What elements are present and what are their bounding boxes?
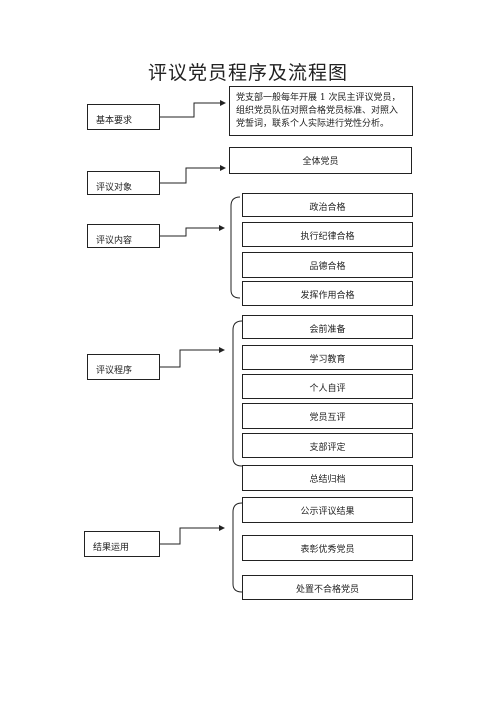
result-item: 处置不合格党员 [242, 575, 413, 600]
content-item: 政治合格 [242, 193, 413, 217]
procedure-item: 总结归档 [242, 465, 413, 491]
target-item: 全体党员 [229, 147, 412, 174]
procedure-item: 支部评定 [242, 433, 413, 458]
label-basic-requirement: 基本要求 [87, 104, 160, 130]
arrow-procedure [160, 347, 225, 368]
brace-result [232, 502, 243, 593]
basic-requirement-text: 党支部一般每年开展 1 次民主评议党员，组织党员队伍对照合格党员标准、对照入党誓… [229, 86, 413, 136]
arrow-result [160, 525, 225, 545]
page-title: 评议党员程序及流程图 [147, 62, 348, 84]
arrow-target [160, 165, 226, 184]
procedure-item: 学习教育 [242, 345, 413, 370]
label-result: 结果运用 [84, 531, 160, 557]
arrow-basic [160, 100, 226, 118]
result-item: 公示评议结果 [242, 497, 413, 523]
label-target: 评议对象 [87, 171, 160, 195]
arrow-content [160, 225, 225, 237]
procedure-item: 会前准备 [242, 315, 413, 339]
result-item: 表彰优秀党员 [242, 535, 413, 561]
label-procedure: 评议程序 [87, 354, 160, 380]
content-item: 执行纪律合格 [242, 222, 413, 247]
content-item: 品德合格 [242, 252, 413, 278]
label-content: 评议内容 [87, 224, 160, 248]
brace-procedure [232, 320, 243, 467]
content-item: 发挥作用合格 [242, 281, 413, 306]
procedure-item: 个人自评 [242, 374, 413, 399]
procedure-item: 党员互评 [242, 403, 413, 429]
brace-content [230, 196, 241, 299]
